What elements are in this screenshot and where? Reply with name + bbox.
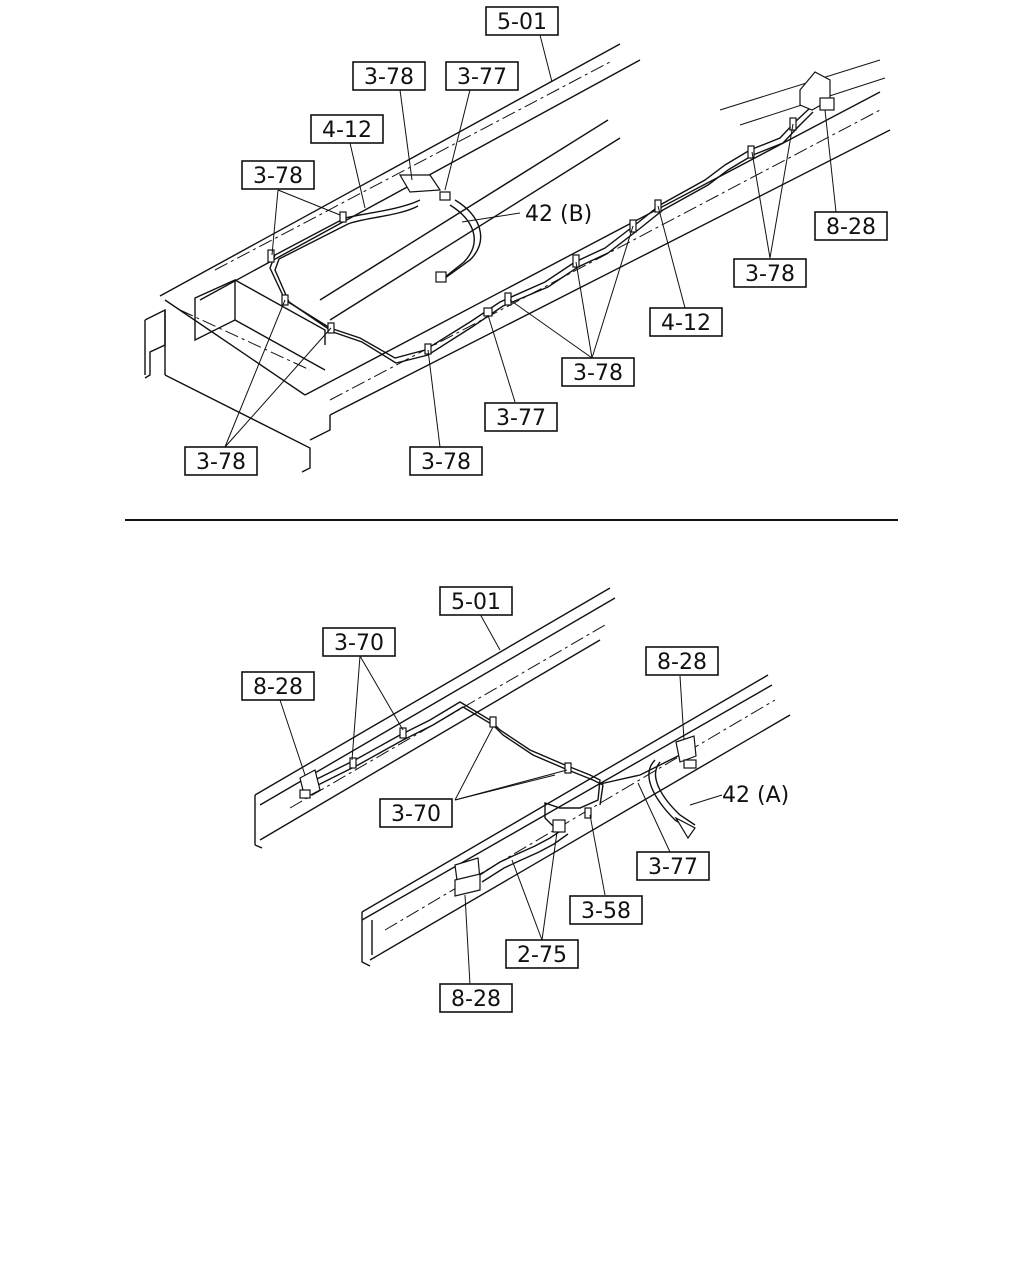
components: [299, 716, 697, 897]
callout-4-12: 4-12: [310, 114, 384, 144]
svg-text:3-77: 3-77: [496, 406, 546, 431]
svg-text:42 (A): 42 (A): [722, 783, 789, 808]
callout-3-77: 3-77: [636, 851, 710, 881]
callout-3-78: 3-78: [561, 357, 635, 387]
svg-text:3-78: 3-78: [364, 65, 414, 90]
callout-3-77: 3-77: [445, 61, 519, 91]
leader-lines: [224, 34, 837, 448]
callout-2-75: 2-75: [505, 939, 579, 969]
callout-3-70: 3-70: [379, 798, 453, 828]
svg-text:3-77: 3-77: [457, 65, 507, 90]
svg-text:8-28: 8-28: [657, 650, 707, 675]
svg-text:3-78: 3-78: [253, 164, 303, 189]
svg-text:3-58: 3-58: [581, 899, 631, 924]
callout-3-78: 3-78: [733, 258, 807, 288]
svg-text:3-70: 3-70: [334, 631, 384, 656]
callout-3-78: 3-78: [184, 446, 258, 476]
brake-pipe: [269, 107, 814, 364]
svg-text:4-12: 4-12: [661, 311, 711, 336]
svg-text:3-78: 3-78: [421, 450, 471, 475]
leader-lines: [279, 613, 723, 986]
callout-8-28: 8-28: [241, 671, 315, 701]
callout-8-28: 8-28: [645, 646, 719, 676]
top-view: 5-01 3-78 3-77 4-12 3-78 42 (B) 8-28 3-7…: [144, 6, 891, 476]
callout-5-01: 5-01: [439, 586, 513, 616]
svg-text:3-78: 3-78: [745, 262, 795, 287]
svg-text:8-28: 8-28: [826, 215, 876, 240]
callout-3-78: 3-78: [352, 61, 426, 91]
svg-text:3-78: 3-78: [196, 450, 246, 475]
svg-text:2-75: 2-75: [517, 943, 567, 968]
svg-text:8-28: 8-28: [451, 987, 501, 1012]
svg-text:5-01: 5-01: [497, 10, 547, 35]
callout-8-28: 8-28: [439, 983, 513, 1013]
svg-text:3-77: 3-77: [648, 855, 698, 880]
svg-text:3-78: 3-78: [573, 361, 623, 386]
svg-text:42 (B): 42 (B): [525, 202, 592, 227]
svg-text:3-70: 3-70: [391, 802, 441, 827]
callout-5-01: 5-01: [485, 6, 559, 36]
callout-4-12: 4-12: [649, 307, 723, 337]
callout-3-78: 3-78: [409, 446, 483, 476]
svg-text:4-12: 4-12: [322, 118, 372, 143]
callout-42a: 42 (A): [722, 783, 789, 808]
callout-3-78: 3-78: [241, 160, 315, 190]
svg-text:5-01: 5-01: [451, 590, 501, 615]
callout-42b: 42 (B): [525, 202, 592, 227]
callout-8-28: 8-28: [814, 211, 888, 241]
callout-3-58: 3-58: [569, 895, 643, 925]
bottom-view: 5-01 3-70 8-28 8-28 42 (A) 3-70 3-77 3-5…: [241, 586, 791, 1013]
callout-3-77: 3-77: [484, 402, 558, 432]
svg-text:8-28: 8-28: [253, 675, 303, 700]
callout-3-70: 3-70: [322, 627, 396, 657]
